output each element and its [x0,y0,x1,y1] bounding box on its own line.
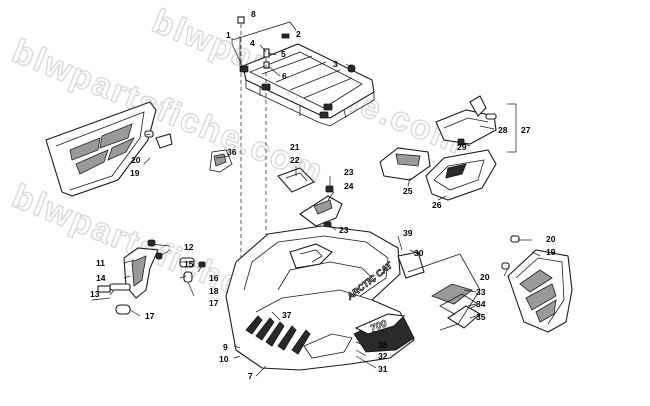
storage-tray-cover[interactable] [379,147,431,181]
callout-20-right: 20 [480,272,490,282]
callout-2: 2 [296,29,301,39]
callout-6: 6 [282,71,287,81]
callout-13: 13 [90,289,100,299]
callout-19-left: 19 [130,168,140,178]
callout-27: 27 [521,125,531,135]
leader-lines [109,33,541,377]
callout-17-right: 17 [209,298,219,308]
center-panel-21[interactable] [277,167,315,193]
callout-7: 7 [248,371,253,381]
callout-labels: 8 1 2 4 5 3 6 28 27 29 25 26 20 19 36 21… [90,9,556,381]
storage-tray[interactable] [425,149,497,201]
callout-20-left: 20 [131,155,141,165]
callout-24: 24 [344,181,354,191]
callout-14: 14 [96,273,106,283]
callout-9: 9 [223,342,228,352]
decal-set-33-35[interactable] [407,253,481,331]
callout-35: 35 [476,312,486,322]
front-fender-body[interactable] [225,225,425,371]
callout-18: 18 [209,286,219,296]
right-side-panel[interactable] [501,235,573,333]
callout-17-left: 17 [145,311,155,321]
callout-33: 33 [476,287,486,297]
left-side-panel[interactable] [45,101,157,197]
callout-12: 12 [184,242,194,252]
callout-36: 36 [227,147,237,157]
callout-10: 10 [219,354,229,364]
callout-37: 37 [282,310,292,320]
callout-21: 21 [290,142,300,152]
front-rack[interactable] [231,21,375,127]
callout-31: 31 [378,364,388,374]
callout-38: 38 [378,340,388,350]
callout-16: 16 [209,273,219,283]
callout-1: 1 [226,30,231,40]
callout-39: 39 [403,228,413,238]
callout-20-right-top: 20 [546,234,556,244]
left-fastener-stack[interactable] [91,257,206,315]
air-bracket-24[interactable] [299,185,343,229]
callout-29: 29 [457,142,467,152]
callout-32: 32 [378,351,388,361]
callout-4: 4 [250,38,255,48]
callout-26: 26 [432,200,442,210]
callout-23-top: 23 [344,167,354,177]
callout-15: 15 [184,259,194,269]
callout-5: 5 [281,49,286,59]
callout-30: 30 [414,248,424,258]
callout-3: 3 [333,59,338,69]
callout-25: 25 [403,186,413,196]
callout-8: 8 [251,9,256,19]
callout-23-bottom: 23 [339,225,349,235]
storage-lid-assembly[interactable] [435,95,497,146]
callout-34: 34 [476,299,486,309]
callout-22: 22 [290,155,300,165]
callout-28: 28 [498,125,508,135]
callout-19-right: 19 [546,247,556,257]
callout-11: 11 [96,258,105,268]
left-panel-rivet [144,130,173,149]
